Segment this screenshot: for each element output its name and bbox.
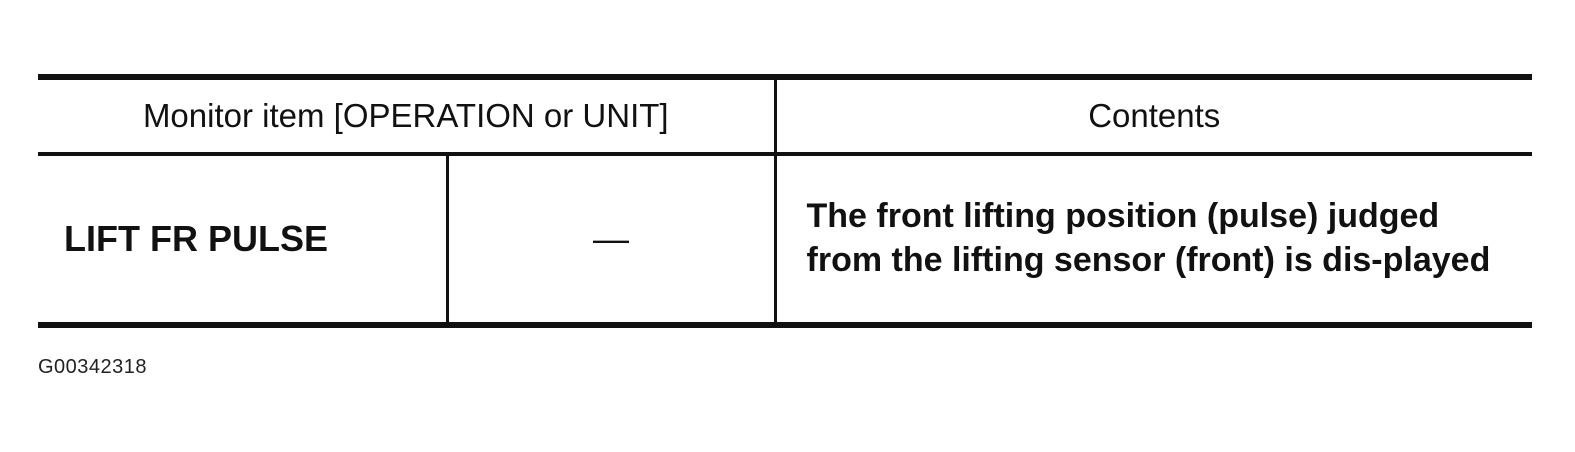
item-contents-text: The front lifting position (pulse) judge… [806,197,1491,279]
operation-or-unit: — [447,154,777,325]
monitor-item-name: LIFT FR PULSE [38,154,449,325]
figure-code: G00342318 [38,356,148,378]
header-contents: Contents [1088,97,1221,134]
item-contents: The front lifting position (pulse) judge… [775,154,1532,325]
table-header-row: Monitor item [OPERATION or UNIT] Content… [38,77,1533,154]
monitor-item-table: Monitor item [OPERATION or UNIT] Content… [38,74,1533,328]
table-row: LIFT FR PULSE — The front lifting positi… [38,154,1533,325]
header-monitor-item: Monitor item [OPERATION or UNIT] [38,77,777,154]
